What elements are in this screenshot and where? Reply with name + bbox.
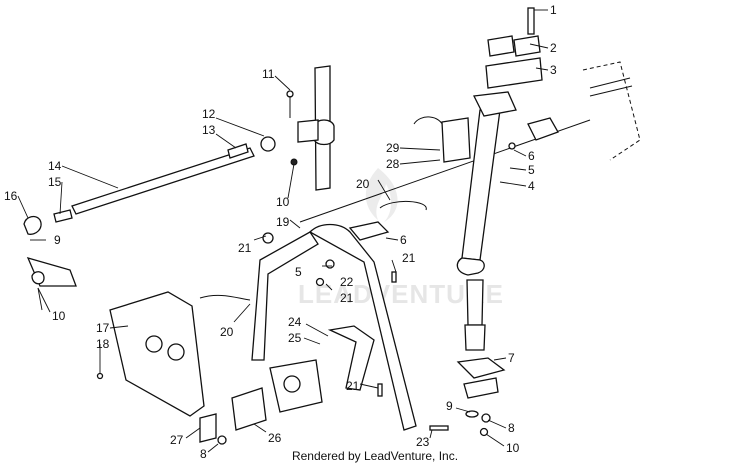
steering-arm — [456, 357, 506, 437]
callout-21: 21 — [340, 291, 354, 305]
callout-21: 21 — [402, 251, 416, 265]
callout-9: 9 — [54, 233, 61, 247]
callout-16: 16 — [4, 189, 18, 203]
mounting-frame — [251, 221, 417, 431]
callout-3: 3 — [550, 63, 557, 77]
callout-27: 27 — [170, 433, 184, 447]
callout-labels: 1 2 3 4 5 5 6 6 7 8 8 9 9 10 10 10 11 12… — [4, 3, 557, 461]
callout-12: 12 — [202, 107, 216, 121]
tie-rod — [23, 136, 276, 287]
callout-15: 15 — [48, 175, 62, 189]
callout-29: 29 — [386, 141, 400, 155]
callout-4: 4 — [528, 179, 535, 193]
callout-14: 14 — [48, 159, 62, 173]
callout-7: 7 — [508, 351, 515, 365]
watermark-flame-icon — [365, 168, 398, 222]
callout-20: 20 — [356, 177, 370, 191]
callout-28: 28 — [386, 157, 400, 171]
callout-24: 24 — [288, 315, 302, 329]
callout-10: 10 — [506, 441, 520, 455]
callout-1: 1 — [550, 3, 557, 17]
frame-tube — [297, 65, 335, 191]
callout-10: 10 — [276, 195, 290, 209]
right-bracket — [527, 61, 641, 161]
callout-5: 5 — [295, 265, 302, 279]
callout-6: 6 — [528, 149, 535, 163]
spring-clip-and-pad — [413, 116, 471, 163]
callout-10: 10 — [52, 309, 66, 323]
shield-panel — [109, 291, 205, 417]
callout-26: 26 — [268, 431, 282, 445]
callout-21: 21 — [238, 241, 252, 255]
handlebar-clamp — [485, 7, 543, 89]
callout-17: 17 — [96, 321, 110, 335]
callout-5: 5 — [528, 163, 535, 177]
callout-13: 13 — [202, 123, 216, 137]
callout-23: 23 — [416, 435, 430, 449]
footer-credit: Rendered by LeadVenture, Inc. — [291, 449, 459, 463]
callout-11: 11 — [262, 67, 275, 81]
callout-19: 19 — [276, 215, 290, 229]
steering-post — [456, 91, 517, 351]
callout-2: 2 — [550, 41, 557, 55]
switch-assembly — [199, 387, 267, 445]
shift-bracket — [327, 325, 375, 391]
leader-lines — [17, 9, 549, 453]
callout-20: 20 — [220, 325, 234, 339]
callout-9: 9 — [446, 399, 453, 413]
callout-21: 21 — [346, 379, 360, 393]
callout-8: 8 — [200, 447, 207, 461]
callout-22: 22 — [340, 275, 354, 289]
callout-8: 8 — [508, 421, 515, 435]
callout-25: 25 — [288, 331, 302, 345]
selector-housing — [269, 359, 323, 413]
callout-18: 18 — [96, 337, 110, 351]
callout-6: 6 — [400, 233, 407, 247]
